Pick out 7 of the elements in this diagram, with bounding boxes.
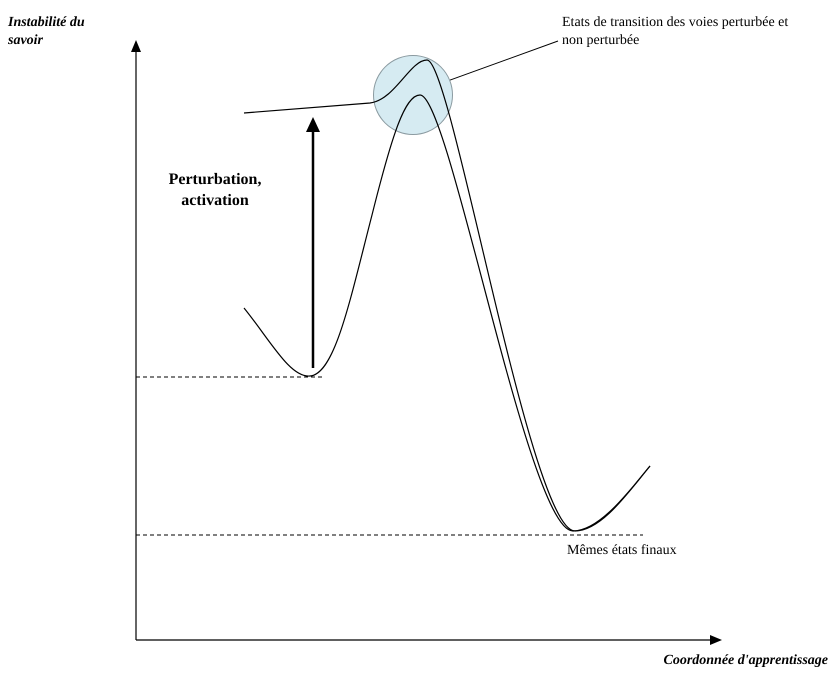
axis-title: Coordonnée d'apprentissage [662, 652, 828, 670]
leader-line [450, 40, 558, 81]
axis-title: Instabilité du savoir [8, 14, 86, 50]
annotation-text: Mêmes états finaux [567, 542, 678, 560]
transition-state-circle [373, 55, 453, 135]
annotation-text: Perturbation, activation [168, 170, 262, 211]
callout-text: Etats de transition des voies perturbée et non perturbée [562, 14, 792, 56]
